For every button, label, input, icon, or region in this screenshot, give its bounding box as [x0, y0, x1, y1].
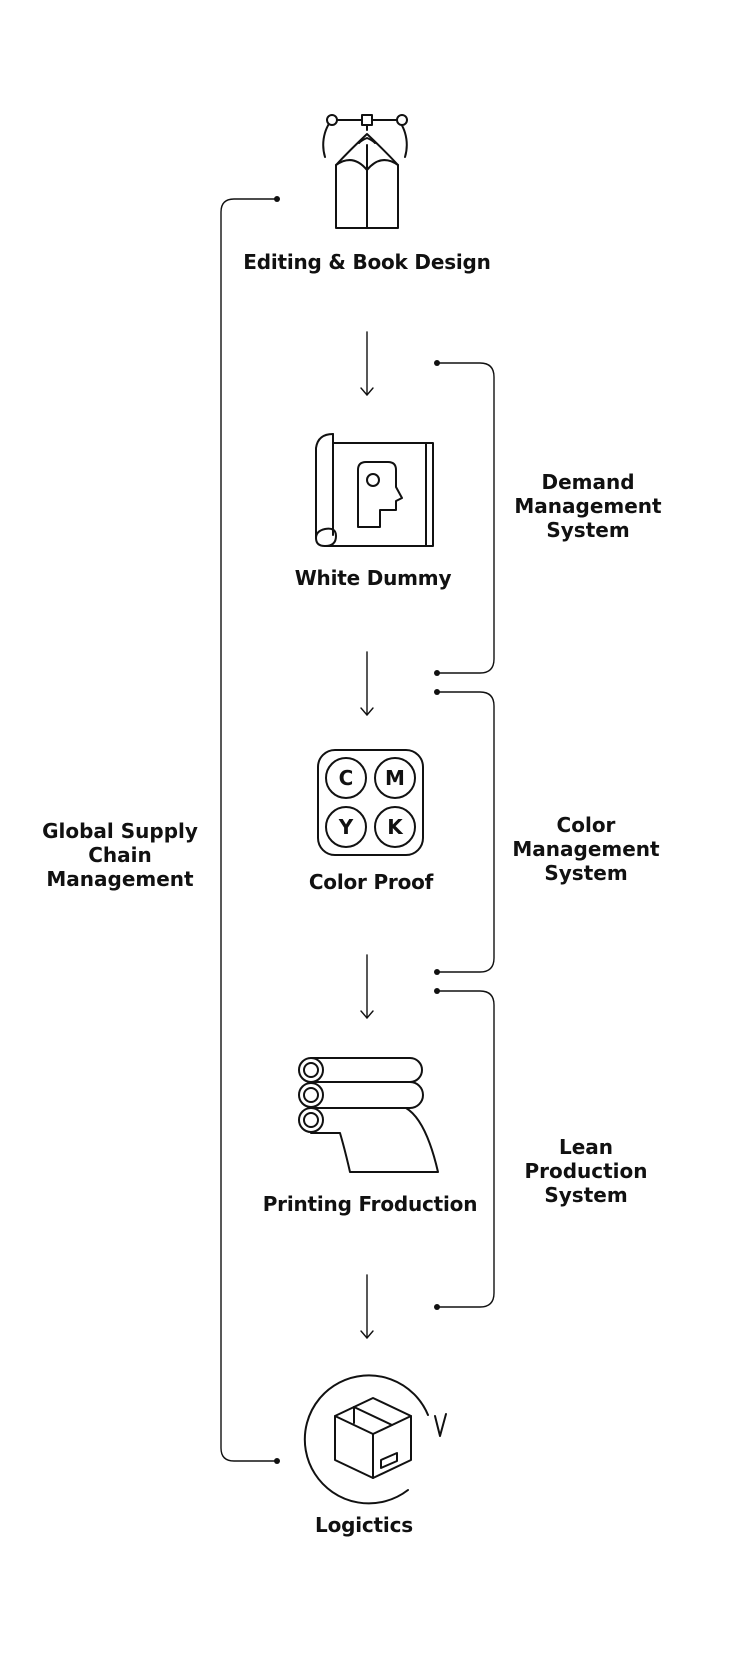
flow-arrows	[360, 331, 374, 1339]
demand-management-label: Demand Management System	[508, 470, 668, 542]
lean-production-label: Lean Production System	[506, 1135, 666, 1207]
global-supply-chain-line-2: Chain	[88, 843, 152, 867]
color-line-3: System	[544, 861, 628, 885]
step-label-printing: Printing Froduction	[262, 1192, 478, 1216]
cmyk-letter-y: Y	[338, 815, 354, 839]
color-line-2: Management	[512, 837, 660, 861]
dummy-page-icon	[315, 433, 434, 547]
arrow-3-4	[360, 954, 374, 1019]
step-label-editing: Editing & Book Design	[243, 250, 491, 274]
global-supply-chain-label: Global Supply Chain Management	[20, 819, 220, 891]
demand-line-3: System	[546, 518, 630, 542]
right-bracket-demand	[434, 360, 495, 676]
right-bracket-color	[434, 689, 495, 975]
left-bracket-line	[220, 196, 280, 1464]
lean-line-1: Lean	[558, 1135, 614, 1159]
right-bracket-lean	[434, 988, 495, 1310]
arrow-1-2	[360, 331, 374, 396]
global-supply-chain-line-1: Global Supply	[42, 819, 198, 843]
demand-line-2: Management	[514, 494, 662, 518]
pen-tool-icon	[322, 114, 408, 229]
lean-line-2: Production	[524, 1159, 648, 1183]
box-delivery-icon	[303, 1374, 447, 1505]
demand-line-1: Demand	[541, 470, 635, 494]
arrow-4-5	[360, 1274, 374, 1339]
printing-rollers-icon	[298, 1057, 439, 1173]
cmyk-proof-icon	[317, 749, 424, 856]
cmyk-letter-c: C	[339, 766, 354, 790]
global-supply-chain-line-3: Management	[46, 867, 194, 891]
lean-line-3: System	[544, 1183, 628, 1207]
step-label-logistics: Logictics	[315, 1513, 413, 1537]
step-label-white-dummy: White Dummy	[294, 566, 452, 590]
color-line-1: Color	[556, 813, 616, 837]
cmyk-letter-m: M	[385, 766, 405, 790]
step-label-color-proof: Color Proof	[308, 870, 434, 894]
color-management-label: Color Management System	[506, 813, 666, 885]
cmyk-letter-k: K	[387, 815, 404, 839]
arrow-2-3	[360, 651, 374, 716]
